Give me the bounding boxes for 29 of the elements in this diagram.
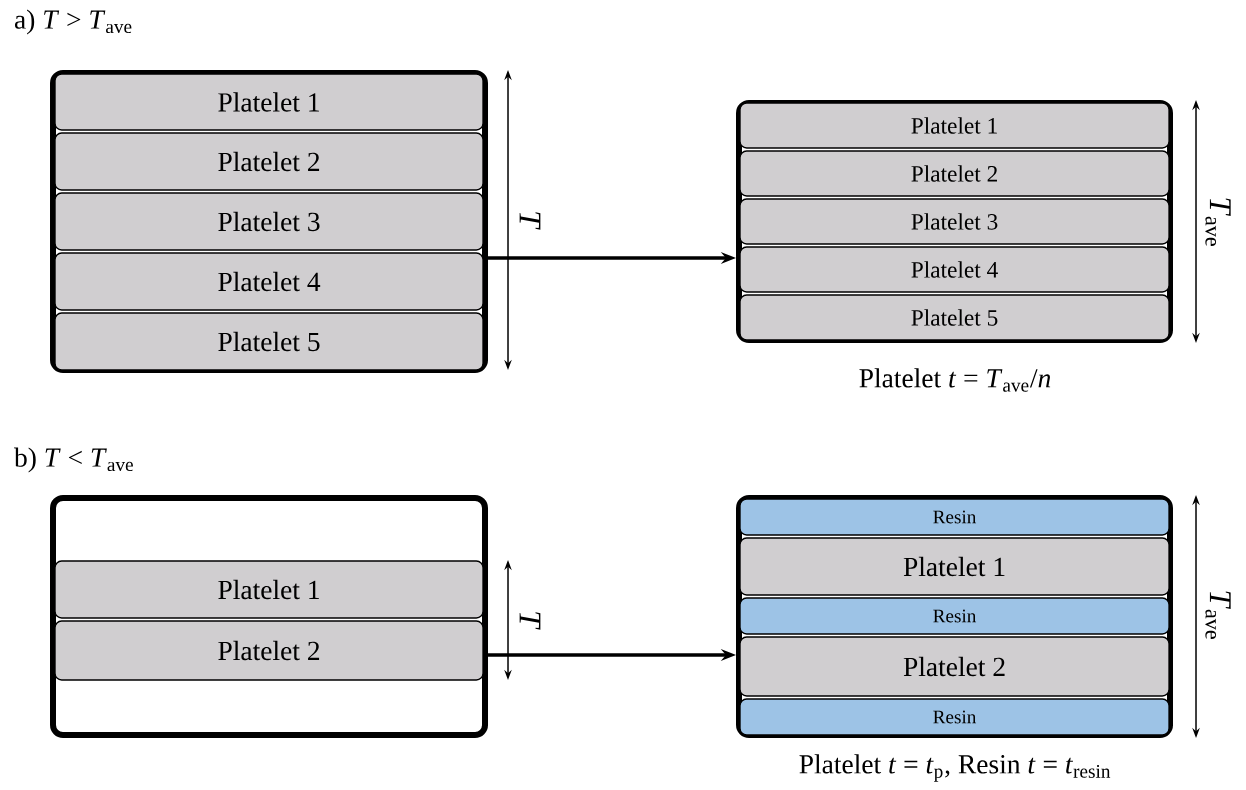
- container-box: [736, 100, 1173, 343]
- dimension-label: T: [519, 612, 541, 630]
- platelet-layer: Platelet 4: [739, 246, 1170, 293]
- platelet-layer: Platelet 3: [739, 198, 1170, 245]
- container-box: [736, 495, 1173, 738]
- container-box: [50, 495, 488, 738]
- resin-layer: Resin: [739, 698, 1170, 736]
- platelet-layer: Platelet 1: [54, 73, 484, 131]
- resin-layer: Resin: [739, 498, 1170, 536]
- platelet-layer: Platelet 1: [739, 537, 1170, 596]
- platelet-layer: Platelet 1: [54, 560, 484, 619]
- platelet-layer: Platelet 4: [54, 252, 484, 311]
- platelet-layer: Platelet 5: [54, 312, 484, 371]
- dimension-label: T$_{ave}$: [1205, 591, 1231, 639]
- node-label: Platelet t = T$_{ave}$/n: [859, 368, 1051, 392]
- panel-label: a) T > T$_{ave}$: [15, 9, 132, 35]
- dimension-label: T: [519, 212, 541, 230]
- platelet-layer: Platelet 2: [739, 636, 1170, 697]
- platelet-layer: Platelet 1: [739, 102, 1170, 149]
- platelet-layer: Platelet 2: [54, 620, 484, 681]
- panel-label: b) T < T$_{ave}$: [14, 447, 133, 473]
- platelet-layer: Platelet 2: [739, 150, 1170, 197]
- resin-layer: Resin: [739, 597, 1170, 635]
- platelet-layer: Platelet 5: [739, 294, 1170, 341]
- node-label: Platelet t = t$_{p}$, Resin t = t$_{resin}$: [799, 754, 1111, 782]
- platelet-layer: Platelet 3: [54, 192, 484, 251]
- dimension-label: T$_{ave}$: [1205, 198, 1231, 246]
- platelet-layer: Platelet 2: [54, 132, 484, 191]
- container-box: [50, 70, 488, 373]
